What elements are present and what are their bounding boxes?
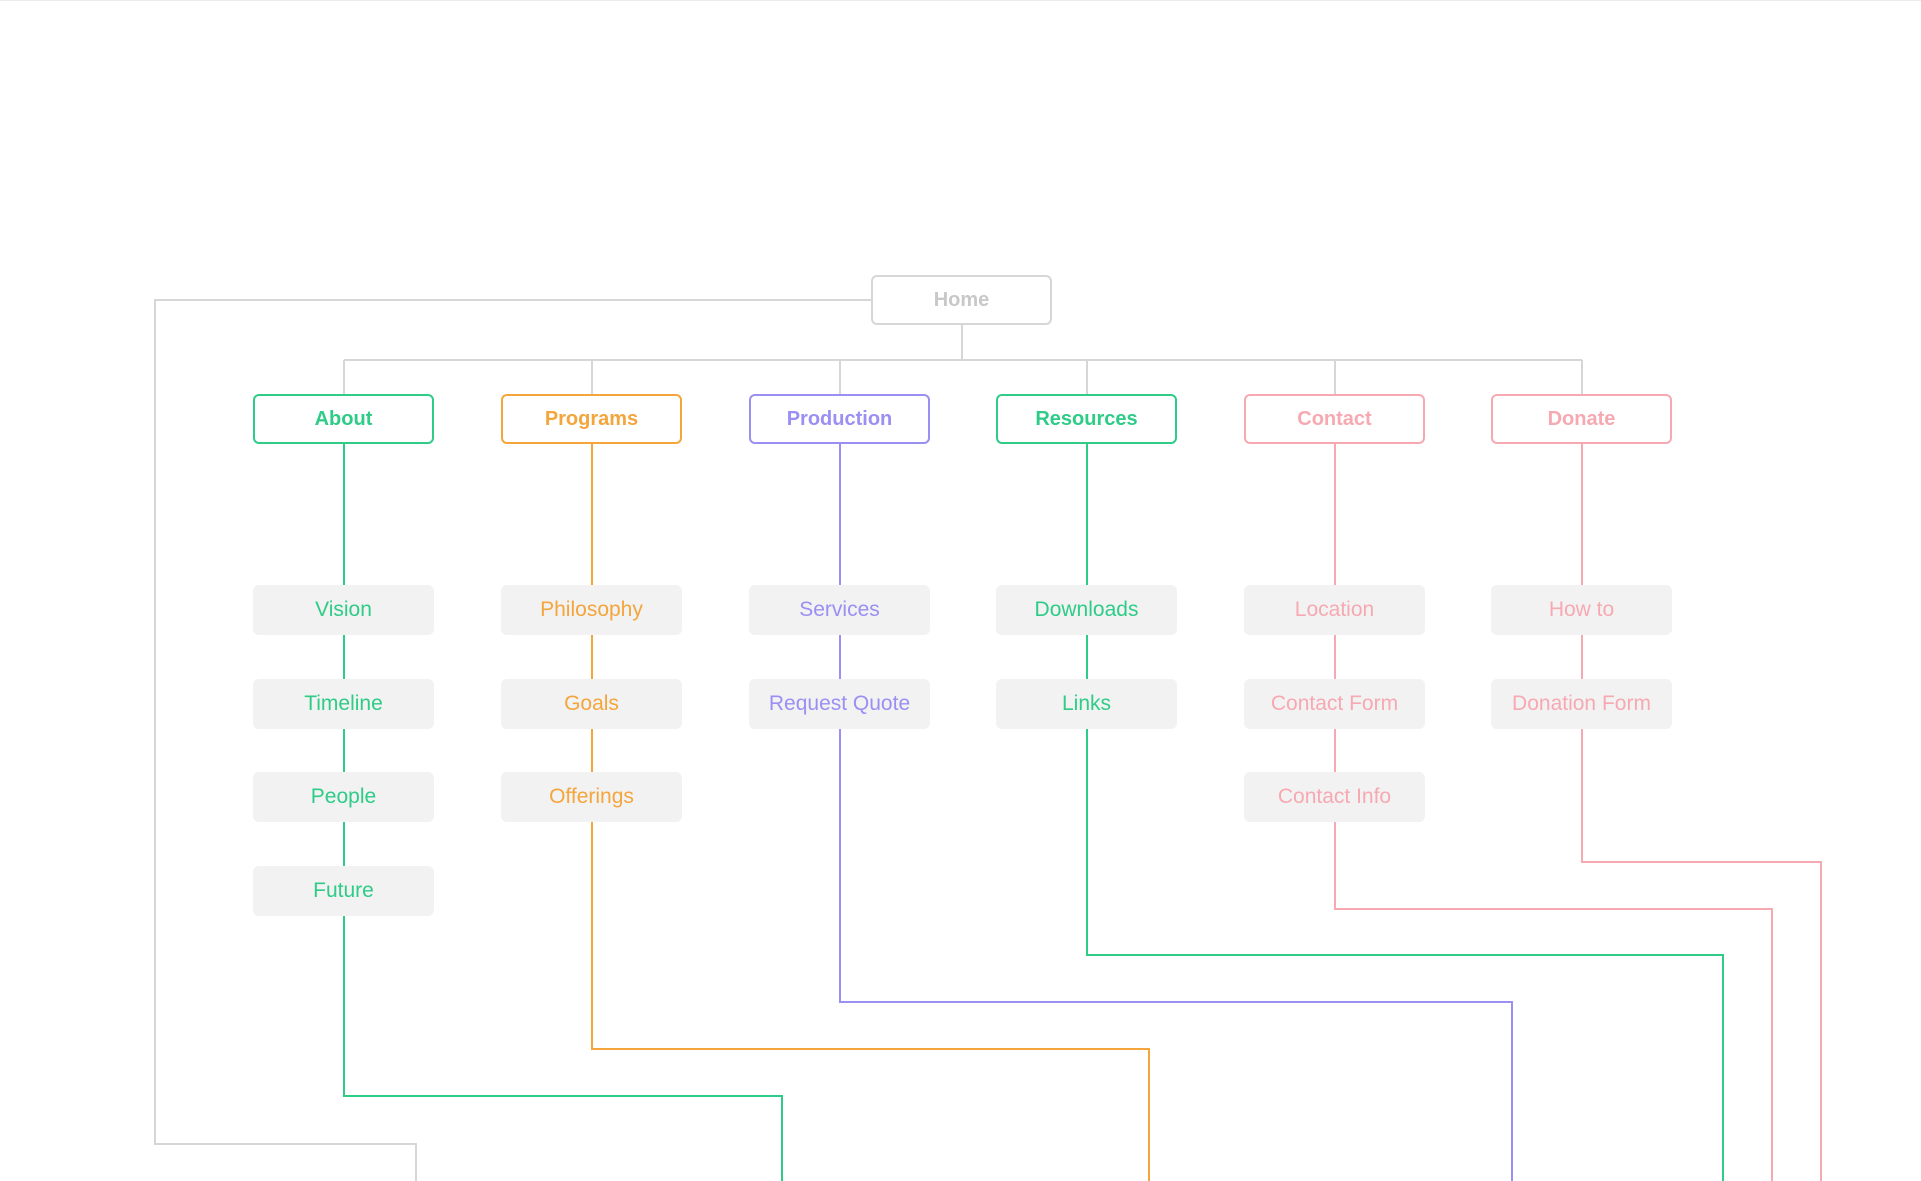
page-services[interactable]: Services	[749, 585, 930, 635]
page-philosophy-label: Philosophy	[540, 598, 643, 621]
page-contact-form[interactable]: Contact Form	[1244, 679, 1425, 729]
section-production-label: Production	[786, 407, 893, 430]
page-timeline[interactable]: Timeline	[253, 679, 434, 729]
page-donation-form[interactable]: Donation Form	[1491, 679, 1672, 729]
section-donate[interactable]: Donate	[1491, 394, 1672, 444]
section-production[interactable]: Production	[749, 394, 930, 444]
connector-donate-out	[1581, 729, 1822, 1181]
section-resources-label: Resources	[1035, 407, 1138, 430]
page-people-label: People	[310, 785, 377, 808]
page-people[interactable]: People	[253, 772, 434, 822]
section-programs-label: Programs	[544, 407, 639, 430]
page-how-to-label: How to	[1548, 598, 1615, 621]
page-goals[interactable]: Goals	[501, 679, 682, 729]
connector-home-loop	[154, 299, 871, 1181]
page-vision-label: Vision	[315, 598, 372, 621]
page-services-label: Services	[799, 598, 880, 621]
page-contact-info[interactable]: Contact Info	[1244, 772, 1425, 822]
page-donation-form-label: Donation Form	[1512, 692, 1651, 715]
connector-programs-out	[591, 822, 1150, 1181]
section-resources[interactable]: Resources	[996, 394, 1177, 444]
page-offerings[interactable]: Offerings	[501, 772, 682, 822]
connector-resources-out	[1086, 729, 1724, 1181]
node-home-label: Home	[933, 288, 990, 311]
page-links-label: Links	[1061, 692, 1112, 715]
section-donate-label: Donate	[1547, 407, 1616, 430]
page-downloads[interactable]: Downloads	[996, 585, 1177, 635]
connector-contact-out	[1334, 822, 1773, 1181]
page-timeline-label: Timeline	[304, 692, 383, 715]
page-links[interactable]: Links	[996, 679, 1177, 729]
section-contact-label: Contact	[1297, 407, 1372, 430]
page-location[interactable]: Location	[1244, 585, 1425, 635]
top-divider	[0, 0, 1921, 1]
connector-about-out	[343, 916, 783, 1181]
page-goals-label: Goals	[564, 692, 619, 715]
section-contact[interactable]: Contact	[1244, 394, 1425, 444]
page-how-to[interactable]: How to	[1491, 585, 1672, 635]
page-vision[interactable]: Vision	[253, 585, 434, 635]
page-philosophy[interactable]: Philosophy	[501, 585, 682, 635]
section-about-label: About	[314, 407, 373, 430]
node-home[interactable]: Home	[871, 275, 1052, 325]
page-request-quote[interactable]: Request Quote	[749, 679, 930, 729]
connector-production-out	[839, 729, 1513, 1181]
page-contact-info-label: Contact Info	[1277, 785, 1392, 808]
page-future[interactable]: Future	[253, 866, 434, 916]
page-future-label: Future	[313, 879, 374, 902]
section-programs[interactable]: Programs	[501, 394, 682, 444]
section-about[interactable]: About	[253, 394, 434, 444]
page-contact-form-label: Contact Form	[1270, 692, 1399, 715]
page-offerings-label: Offerings	[549, 785, 634, 808]
page-location-label: Location	[1294, 598, 1375, 621]
page-request-quote-label: Request Quote	[768, 692, 911, 715]
page-downloads-label: Downloads	[1034, 598, 1139, 621]
